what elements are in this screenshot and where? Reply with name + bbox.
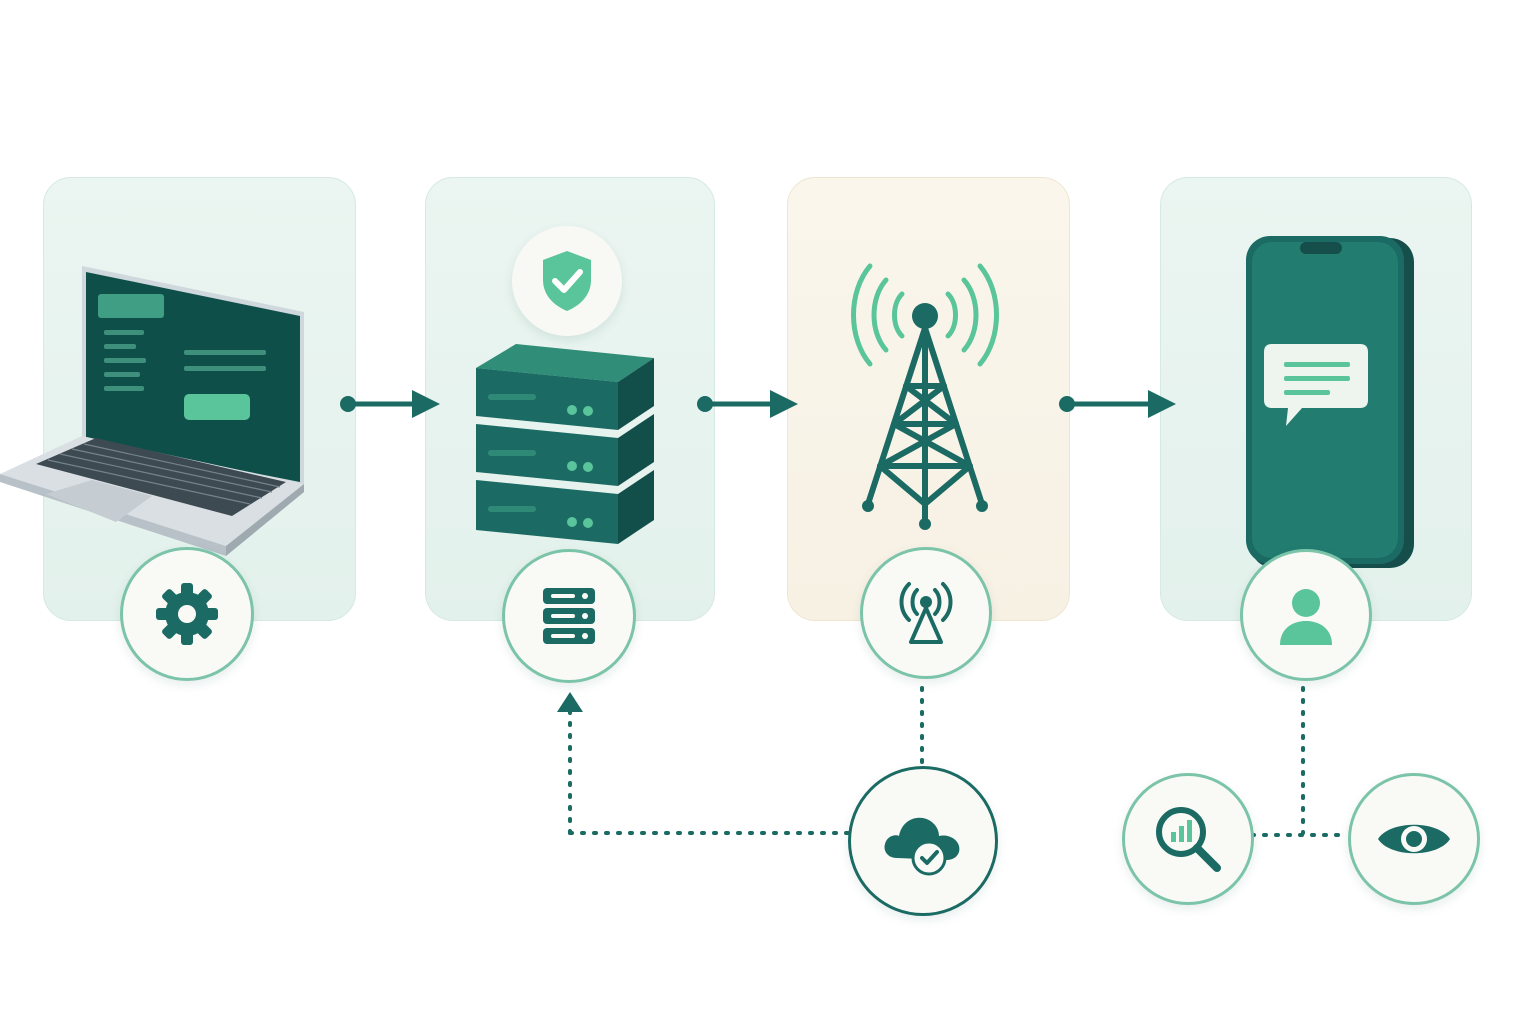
antenna-icon [899, 582, 953, 644]
signal-waves [851, 263, 999, 367]
cloud-check-icon [884, 817, 960, 876]
server-stack-icon [476, 344, 654, 544]
server-unit-middle [476, 414, 654, 486]
dotted-feedback-path [568, 686, 924, 835]
gear-icon [156, 583, 218, 645]
arrow-device-to-server [340, 390, 440, 418]
laptop-icon [0, 266, 304, 556]
dotted-observability-path [1250, 686, 1348, 837]
cell-tower-icon [851, 263, 999, 530]
server-unit-top [476, 344, 654, 430]
arrow-network-to-recipient [1059, 390, 1176, 418]
monitor-badge[interactable] [1348, 773, 1480, 905]
message-bubble [1264, 344, 1368, 426]
recipient-badge[interactable] [1240, 549, 1372, 681]
smartphone-message-icon [1246, 236, 1414, 568]
cloud-badge[interactable] [848, 766, 998, 916]
server-badge[interactable] [502, 549, 636, 683]
arrow-server-to-network [697, 390, 798, 418]
server-unit-bottom [476, 470, 654, 544]
eye-icon [1378, 824, 1450, 854]
device-badge[interactable] [120, 547, 254, 681]
server-icon [543, 588, 595, 644]
feedback-arrow-head [557, 692, 583, 712]
user-icon [1280, 589, 1332, 645]
shield-check-badge [512, 226, 622, 336]
shield-check-icon [543, 251, 591, 311]
search-analytics-icon [1156, 807, 1221, 872]
analytics-badge[interactable] [1122, 773, 1254, 905]
network-badge[interactable] [860, 547, 992, 679]
